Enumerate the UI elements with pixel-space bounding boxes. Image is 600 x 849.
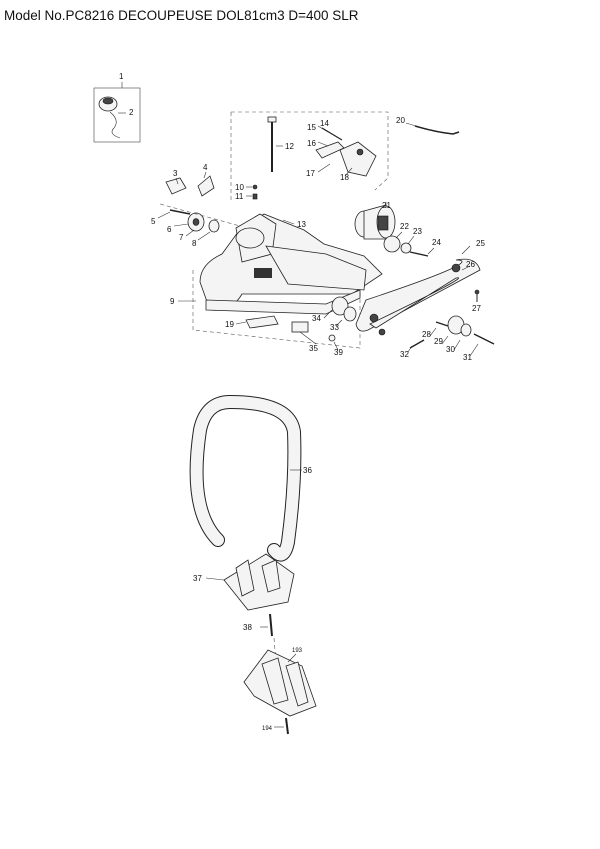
callout-31: 31 <box>463 353 472 362</box>
callout-23: 23 <box>413 227 422 236</box>
part-194-screw <box>274 717 289 735</box>
diagram-title: Model No.PC8216 DECOUPEUSE DOL81cm3 D=40… <box>4 8 359 23</box>
part-19-plate <box>235 315 279 329</box>
part-3-8-left-mount <box>157 171 241 241</box>
part-21-24-right-mount <box>354 202 435 257</box>
callout-21: 21 <box>382 201 391 210</box>
callout-6: 6 <box>167 225 172 234</box>
callout-11: 11 <box>235 192 244 201</box>
part-193-bracket <box>243 649 317 717</box>
part-12-bolt <box>267 116 283 172</box>
callout-25: 25 <box>476 239 485 248</box>
callout-28: 28 <box>422 330 431 339</box>
callout-12: 12 <box>285 142 294 151</box>
callout-17: 17 <box>306 169 315 178</box>
callout-39: 39 <box>334 348 343 357</box>
callout-3: 3 <box>173 169 178 178</box>
callout-18: 18 <box>340 173 349 182</box>
part-9-main-housing <box>178 213 383 315</box>
callout-10: 10 <box>235 183 244 192</box>
callout-2: 2 <box>129 108 134 117</box>
callout-15: 15 <box>307 123 316 132</box>
part-20-lever <box>405 122 460 135</box>
callout-30: 30 <box>446 345 455 354</box>
callout-13: 13 <box>297 220 306 229</box>
part-1-fuel-cap-group <box>93 82 141 143</box>
callout-19: 19 <box>225 320 234 329</box>
callout-38: 38 <box>243 623 252 632</box>
callout-35: 35 <box>309 344 318 353</box>
callout-36: 36 <box>303 466 312 475</box>
callout-22: 22 <box>400 222 409 231</box>
part-25-arm <box>355 245 481 336</box>
callout-37: 37 <box>193 574 202 583</box>
callout-27: 27 <box>472 304 481 313</box>
part-28-32-lower-mount <box>407 315 495 357</box>
part-38-screw <box>260 613 277 663</box>
callout-34: 34 <box>312 314 321 323</box>
callout-1: 1 <box>119 72 124 81</box>
callout-4: 4 <box>203 163 208 172</box>
callout-7: 7 <box>179 233 184 242</box>
part-10-11-fasteners <box>246 184 258 200</box>
part-14-18-linkage <box>315 125 377 177</box>
callout-5: 5 <box>151 217 156 226</box>
callout-193: 193 <box>292 648 303 654</box>
callout-8: 8 <box>192 239 197 248</box>
part-27-screw <box>474 289 480 302</box>
callout-29: 29 <box>434 337 443 346</box>
part-37-bracket <box>205 553 295 611</box>
callout-194: 194 <box>262 726 273 732</box>
callout-24: 24 <box>432 238 441 247</box>
callout-33: 33 <box>330 323 339 332</box>
callout-20: 20 <box>396 116 405 125</box>
callout-9: 9 <box>170 297 175 306</box>
part-33-35-39-dampers <box>291 296 357 351</box>
callout-14: 14 <box>320 119 329 128</box>
callout-16: 16 <box>307 139 316 148</box>
callout-26: 26 <box>466 260 475 269</box>
callout-32: 32 <box>400 350 409 359</box>
part-36-handle <box>189 394 302 562</box>
